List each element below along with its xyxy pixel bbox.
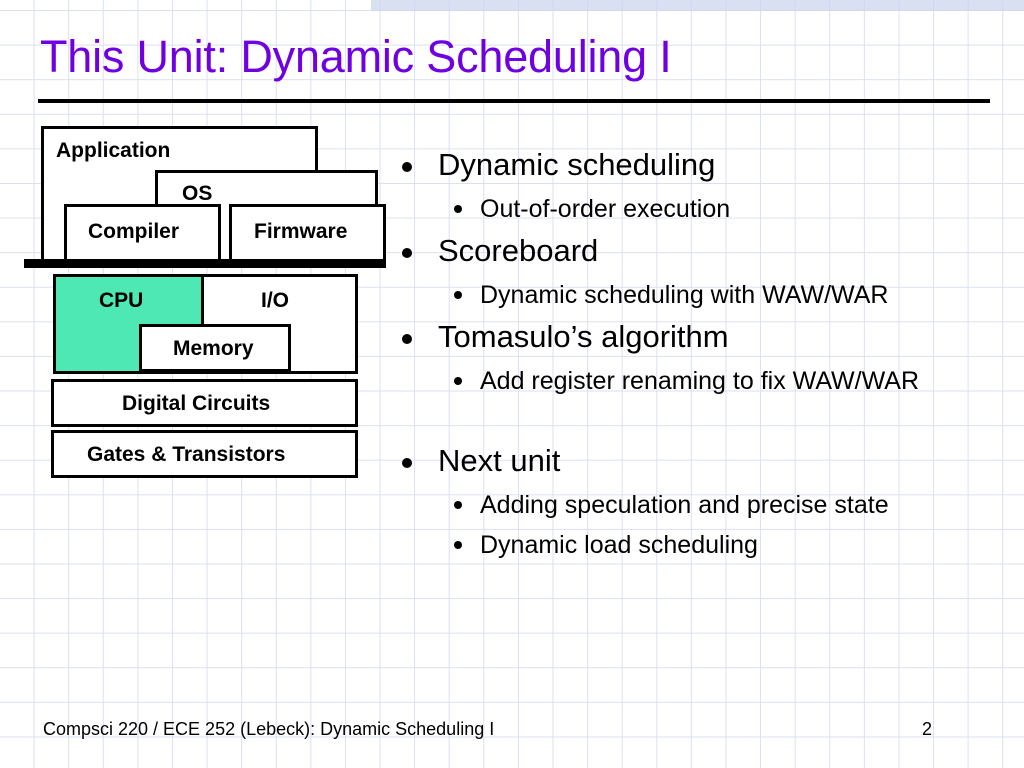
- bullet-dot-icon: [402, 162, 412, 172]
- bullet-item-level-1: Dynamic scheduling: [396, 143, 1011, 189]
- bullet-text: Tomasulo’s algorithm: [438, 319, 729, 354]
- bullet-item-level-2: Adding speculation and precise state: [396, 485, 1011, 525]
- bullet-text: Dynamic scheduling with WAW/WAR: [480, 281, 889, 309]
- bullet-dot-icon: [454, 205, 462, 213]
- diagram-label-firmware: Firmware: [254, 220, 348, 243]
- diagram-label-cpu: CPU: [99, 289, 144, 312]
- hardware-software-divider-bar: [24, 259, 386, 268]
- bullet-text: Out-of-order execution: [480, 195, 731, 223]
- bullet-dot-icon: [454, 291, 462, 299]
- computer-system-stack-diagram: Application OS Compiler Firmware I/O CPU…: [0, 0, 400, 500]
- bullet-dot-icon: [454, 541, 462, 549]
- diagram-label-gates-transistors: Gates & Transistors: [87, 443, 286, 466]
- diagram-label-application: Application: [56, 139, 171, 162]
- bullet-item-level-2: Out-of-order execution: [396, 189, 1011, 229]
- diagram-label-memory: Memory: [173, 337, 254, 360]
- diagram-box-digital-circuits: Digital Circuits: [51, 379, 358, 427]
- page-title: This Unit: Dynamic Scheduling I: [40, 31, 672, 82]
- footer-course-line: Compsci 220 / ECE 252 (Lebeck): Dynamic …: [43, 719, 495, 739]
- bullet-item-level-1: Tomasulo’s algorithm: [396, 315, 1011, 361]
- bullet-item-level-1: Next unit: [396, 439, 1011, 485]
- diagram-label-digital-circuits: Digital Circuits: [122, 392, 271, 415]
- bullet-dot-icon: [402, 334, 412, 344]
- diagram-label-compiler: Compiler: [88, 220, 180, 243]
- bullet-dot-icon: [454, 501, 462, 509]
- bullet-item-level-2: Dynamic load scheduling: [396, 525, 1011, 565]
- bullet-dot-icon: [402, 458, 412, 468]
- diagram-label-io: I/O: [261, 289, 290, 312]
- bullet-spacer: [396, 401, 1011, 439]
- bullet-item-level-1: Scoreboard: [396, 229, 1011, 275]
- bullet-text: Dynamic scheduling: [438, 147, 716, 182]
- diagram-box-gates-transistors: Gates & Transistors: [51, 430, 358, 478]
- title-underline-rule: [38, 99, 990, 103]
- bullet-text: Dynamic load scheduling: [480, 531, 758, 559]
- top-decoration-band: [371, 0, 1024, 11]
- bullet-text: Add register renaming to fix WAW/WAR: [480, 367, 920, 395]
- diagram-box-compiler: Compiler: [64, 204, 221, 262]
- footer-page-number: 2: [922, 719, 933, 739]
- bullet-dot-icon: [402, 248, 412, 258]
- bullet-item-level-2: Add register renaming to fix WAW/WAR: [396, 361, 1011, 401]
- bullet-item-level-2: Dynamic scheduling with WAW/WAR: [396, 275, 1011, 315]
- bullet-text: Adding speculation and precise state: [480, 491, 889, 519]
- diagram-label-os: OS: [182, 182, 213, 205]
- bullet-dot-icon: [454, 377, 462, 385]
- diagram-box-memory: Memory: [139, 324, 291, 372]
- diagram-box-firmware: Firmware: [229, 204, 386, 262]
- bullet-text: Scoreboard: [438, 233, 599, 268]
- bullet-text: Next unit: [438, 443, 561, 478]
